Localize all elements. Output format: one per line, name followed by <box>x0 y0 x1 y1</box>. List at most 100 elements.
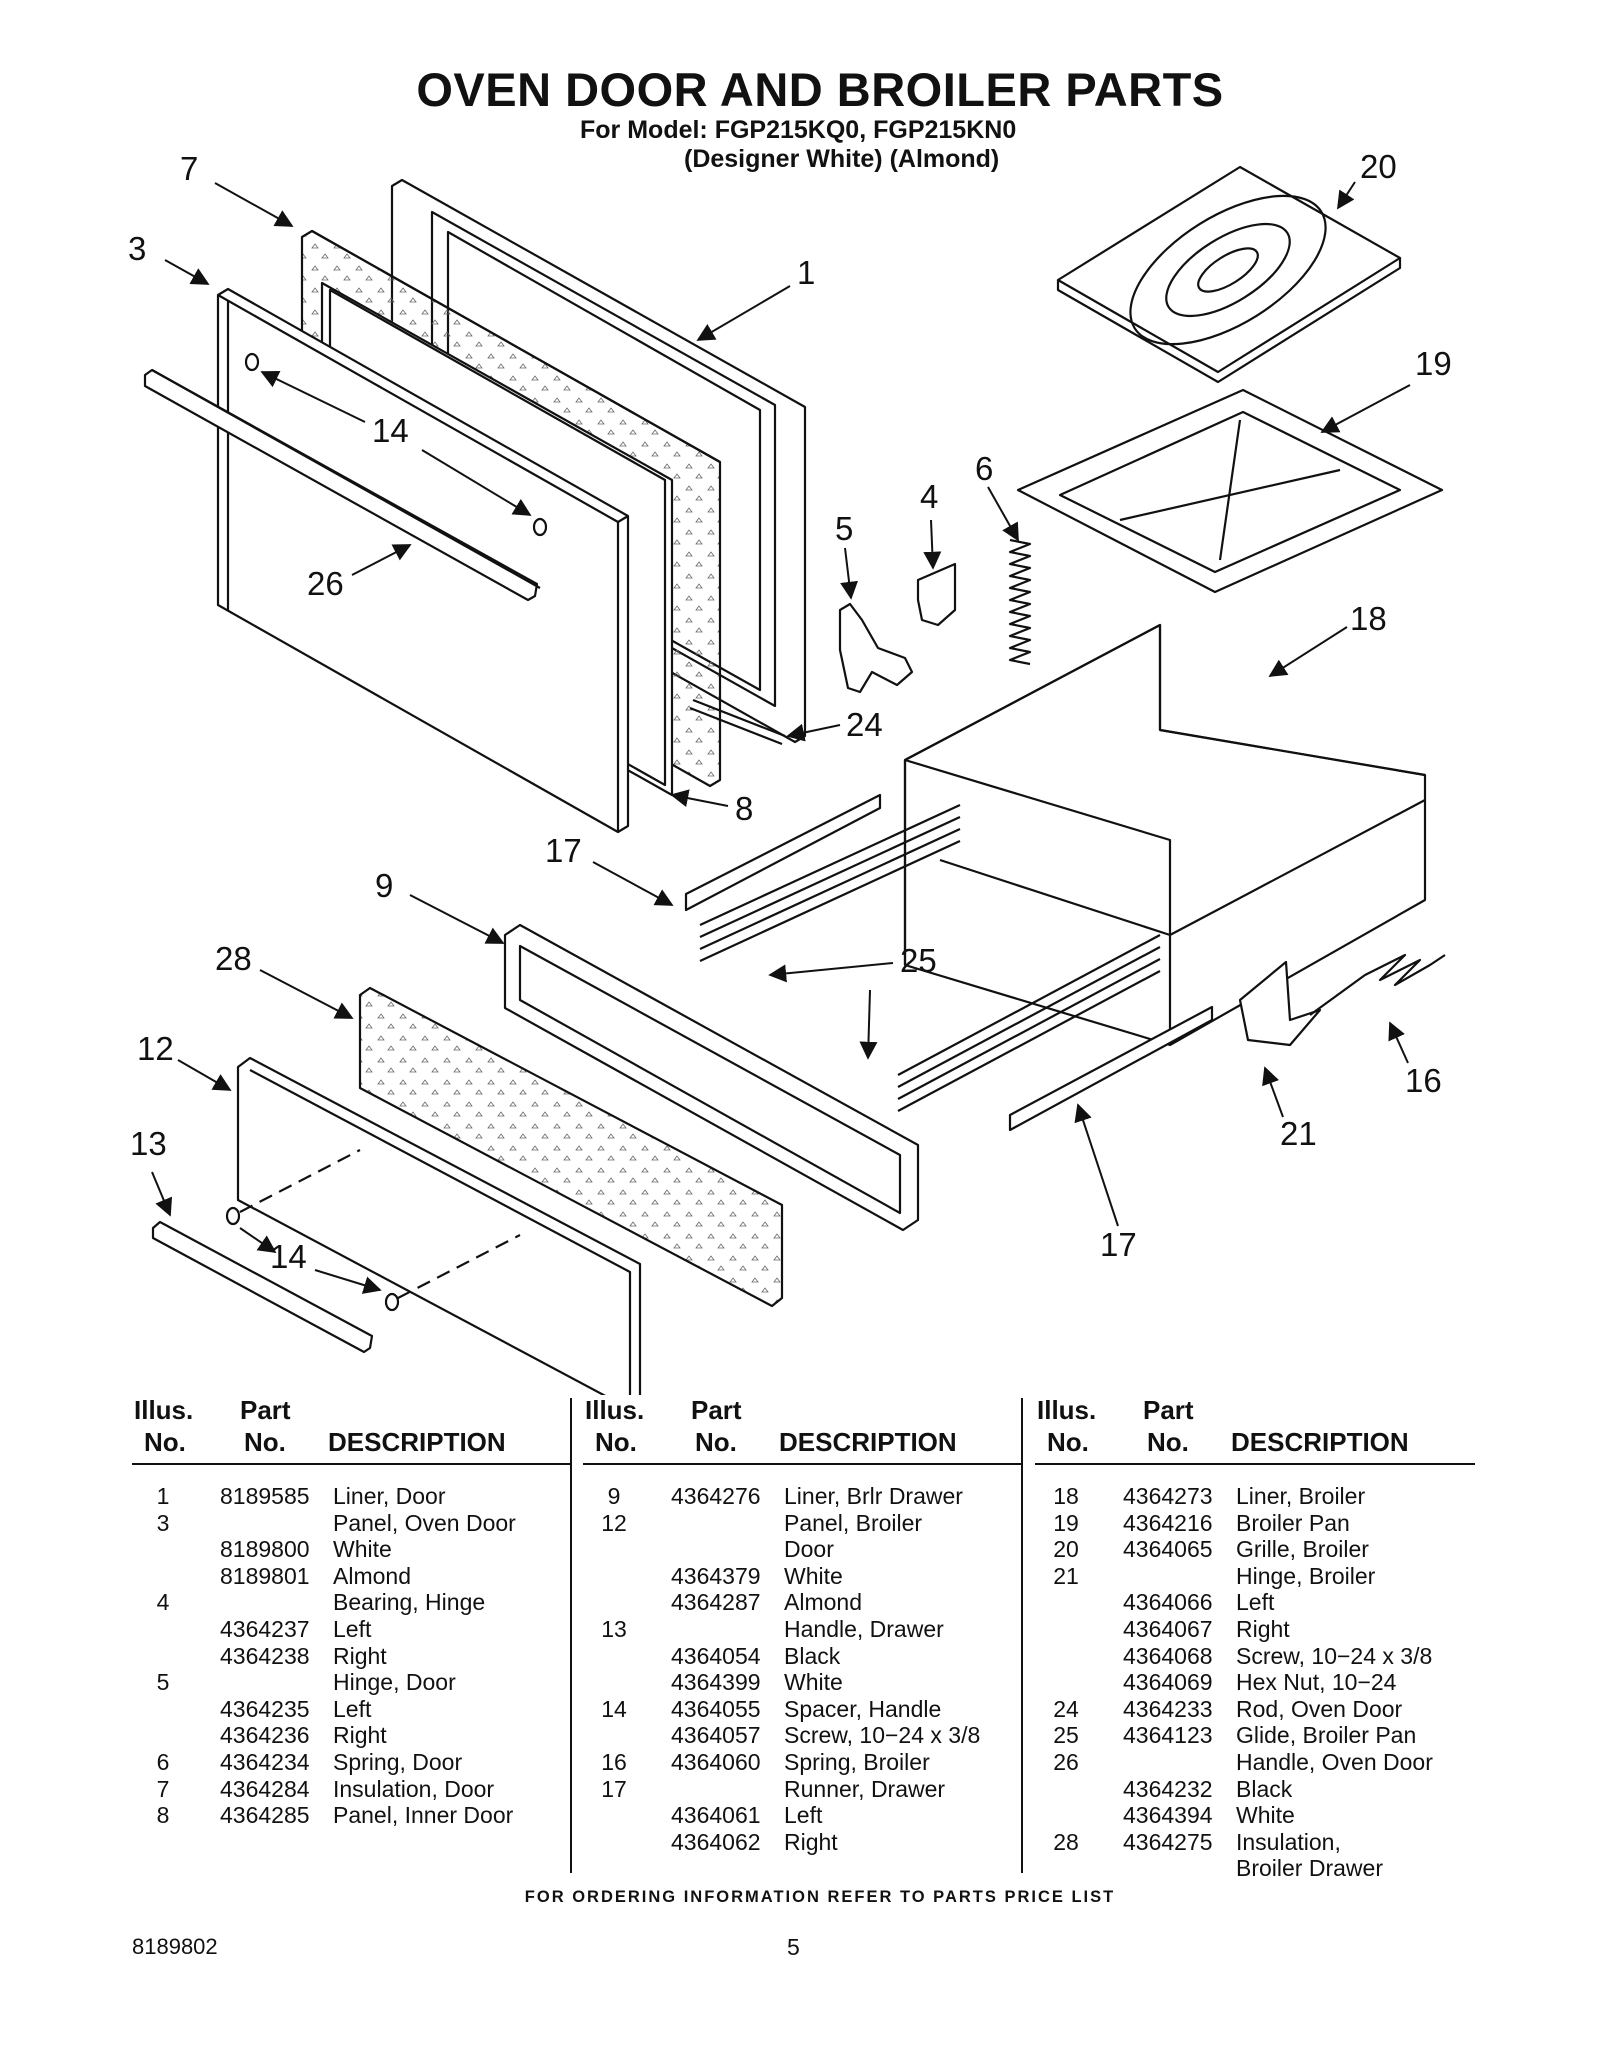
illus-number-cell: 4 <box>156 1589 170 1616</box>
callout-14-upper: 14 <box>372 412 409 449</box>
description-cell: Liner, Brlr Drawer <box>784 1483 963 1509</box>
description-cell: Spring, Door <box>333 1748 463 1775</box>
door-hinge-part <box>838 602 914 694</box>
broiler-grille-part <box>1056 165 1402 384</box>
illus-number-cell: 17 <box>601 1775 627 1802</box>
part-number-cell: 4364394 <box>1123 1802 1213 1829</box>
description-cell: Screw, 10−24 x 3/8 <box>784 1722 981 1749</box>
callout-24: 24 <box>846 706 883 743</box>
callout-20: 20 <box>1360 148 1397 185</box>
callout-13: 13 <box>130 1125 167 1162</box>
part-number-cell: 4364065 <box>1123 1536 1213 1563</box>
part-number-cell: 4364061 <box>671 1802 761 1829</box>
handle-spacer-part <box>225 1206 241 1226</box>
description-cell: Broiler Pan <box>1236 1509 1350 1536</box>
illus-number-cell: 6 <box>156 1748 170 1775</box>
part-number-cell: 4364068 <box>1123 1642 1213 1669</box>
illus-number-cell: 1 <box>156 1483 170 1509</box>
table-rows: 1 8189585 Liner, Door 3 Panel, Oven Door 8189… <box>132 1483 572 1829</box>
leader-lines <box>151 181 1411 1294</box>
document-number: 8189802 <box>132 1934 218 1959</box>
description-cell: Right <box>784 1828 838 1855</box>
callout-28: 28 <box>215 940 252 977</box>
callout-26: 26 <box>307 565 344 602</box>
callout-9: 9 <box>375 867 393 904</box>
part-header: Part <box>1143 1395 1194 1425</box>
illus-number-cell: 5 <box>156 1669 170 1696</box>
part-number-cell: 4364287 <box>671 1589 761 1616</box>
illus-number-cell: 8 <box>156 1802 170 1829</box>
part-number-cell: 4364284 <box>220 1775 310 1802</box>
callout-3: 3 <box>128 230 146 267</box>
part-number-cell: 4364235 <box>220 1695 310 1722</box>
callout-25: 25 <box>900 942 937 979</box>
table-header: Illus. No. Part No. DESCRIPTION <box>583 1395 1023 1465</box>
description-cell: Panel, Oven Door <box>333 1509 516 1536</box>
description-cell: Hex Nut, 10−24 <box>1236 1669 1397 1696</box>
part-no-header: No. <box>244 1427 286 1457</box>
part-number-cell: 4364379 <box>671 1562 761 1589</box>
callout-4: 4 <box>920 478 938 515</box>
part-number-cell: 4364234 <box>220 1748 310 1775</box>
part-number-cell: 4364066 <box>1123 1589 1213 1616</box>
broiler-pan-glide-right-part <box>897 934 1161 1112</box>
part-number-cell: 4364123 <box>1123 1722 1213 1749</box>
illus-no-header: No. <box>595 1427 637 1457</box>
illus-number-cell: 18 <box>1053 1483 1079 1509</box>
description-cell: Liner, Broiler <box>1236 1483 1366 1509</box>
oven-door-panel-part <box>216 287 630 834</box>
illus-header: Illus. <box>585 1395 645 1425</box>
description-cell: Right <box>333 1722 387 1749</box>
broiler-pan-glide-left-part <box>699 804 961 962</box>
description-cell: White <box>784 1669 843 1696</box>
description-cell: Insulation, <box>1236 1828 1341 1855</box>
callout-18: 18 <box>1350 600 1387 637</box>
part-number-cell: 4364276 <box>671 1483 761 1509</box>
callout-14-lower: 14 <box>270 1238 307 1275</box>
description-cell: Left <box>333 1695 372 1722</box>
drawer-handle-part <box>151 1220 374 1354</box>
part-number-cell: 8189585 <box>220 1483 310 1509</box>
illus-number-cell: 7 <box>156 1775 170 1802</box>
broiler-spring-part <box>1309 953 1446 1016</box>
drawer-runner-left-part <box>684 793 882 912</box>
description-cell: Left <box>1236 1589 1275 1616</box>
part-number-cell: 4364238 <box>220 1642 310 1669</box>
illus-number-cell: 14 <box>601 1695 627 1722</box>
description-cell: Almond <box>784 1589 862 1616</box>
table-row: 4364287 Almond <box>583 1589 1023 1616</box>
broiler-drawer-insulation-part <box>358 986 784 1308</box>
description-cell: Runner, Drawer <box>784 1775 946 1802</box>
table-row: 1 8189585 Liner, Door <box>132 1483 572 1510</box>
description-cell: Liner, Door <box>333 1483 446 1509</box>
broiler-door-panel-part <box>236 1056 642 1395</box>
description-cell: Handle, Drawer <box>784 1615 944 1642</box>
handle-spacer-part <box>244 352 260 372</box>
callout-7: 7 <box>180 150 198 187</box>
illus-header: Illus. <box>134 1395 194 1425</box>
description-cell: Door <box>784 1536 834 1563</box>
handle-spacer-part <box>532 517 548 537</box>
illus-number-cell: 3 <box>156 1509 170 1536</box>
